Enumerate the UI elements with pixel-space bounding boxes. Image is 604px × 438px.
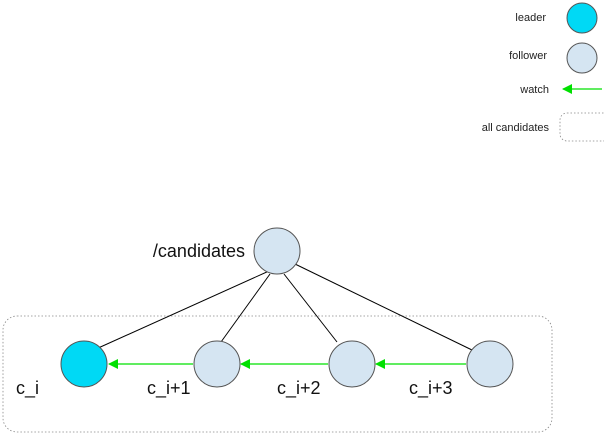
legend-leader-label: leader: [515, 12, 546, 24]
candidate-node-label: c_i+1: [147, 378, 191, 399]
legend: leader follower watch all candidates: [482, 2, 604, 142]
candidate-node-c-i: c_i: [16, 340, 108, 399]
candidate-node-label: c_i+2: [277, 378, 321, 399]
legend-leader-swatch: [566, 2, 598, 34]
edge-root-c-i-plus-2: [283, 273, 338, 343]
legend-all-candidates-label: all candidates: [482, 122, 550, 134]
legend-all-candidates-swatch: [559, 112, 604, 142]
candidate-node-label: c_i+3: [409, 378, 453, 399]
legend-follower-swatch: [566, 42, 598, 74]
edge-root-c-i: [95, 270, 270, 350]
candidate-node-circle: [60, 340, 108, 388]
candidate-node-c-i-plus-3: c_i+3: [409, 340, 514, 399]
edge-root-c-i-plus-1: [220, 273, 271, 343]
candidate-node-circle: [466, 340, 514, 388]
candidate-node-circle: [193, 340, 241, 388]
all-candidates-group: [2, 315, 553, 433]
candidate-node-circle: [328, 340, 376, 388]
candidate-node-c-i-plus-2: c_i+2: [277, 340, 376, 399]
legend-watch-label: watch: [519, 84, 549, 96]
edge-root-c-i-plus-3: [294, 263, 473, 351]
root-node: /candidates: [153, 227, 301, 275]
root-node-circle: [253, 227, 301, 275]
root-edges: [95, 263, 473, 351]
legend-follower-label: follower: [509, 50, 547, 62]
candidate-node-c-i-plus-1: c_i+1: [147, 340, 241, 399]
candidate-node-label: c_i: [16, 378, 39, 399]
root-node-label: /candidates: [153, 241, 245, 261]
